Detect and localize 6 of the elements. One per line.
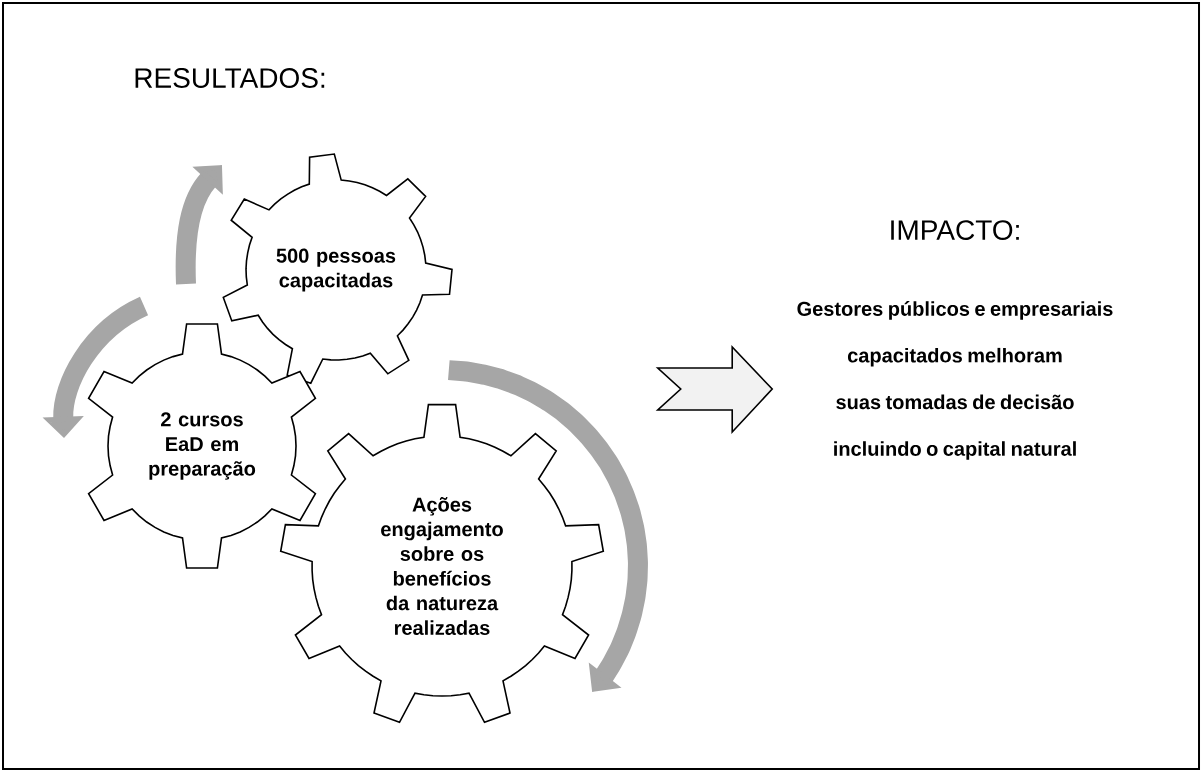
block-arrow bbox=[655, 345, 774, 435]
gear: Ações engajamento sobre os benefícios da natureza realizadas bbox=[279, 403, 605, 724]
gear: 500 pessoas capacitadas bbox=[222, 153, 453, 385]
title: RESULTADOS: bbox=[135, 68, 325, 88]
impact-text: IMPACTO: Gestores públicos e empresariais capacitados melhoram suas tomadas de decisão incluindo o capital natural bbox=[797, 220, 1113, 460]
gear: 2 cursos EaD em preparação bbox=[87, 323, 317, 569]
